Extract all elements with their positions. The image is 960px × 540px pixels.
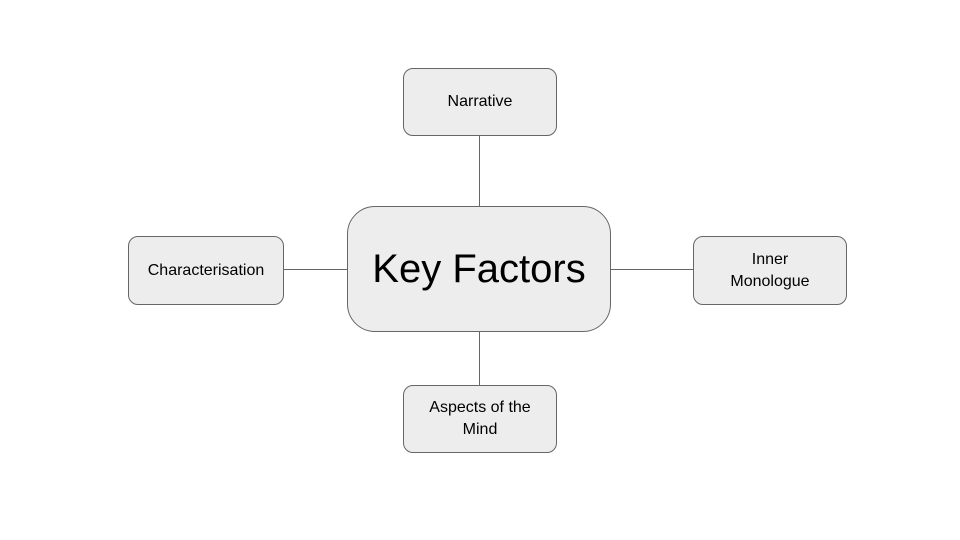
node-aspects-of-the-mind[interactable]: Aspects of the Mind <box>403 385 557 453</box>
node-narrative-label: Narrative <box>447 93 513 110</box>
connector-center-to-inner-monologue <box>611 269 693 270</box>
connector-center-to-narrative <box>479 136 480 206</box>
connector-center-to-characterisation <box>284 269 347 270</box>
node-key-factors[interactable]: Key Factors <box>347 206 611 332</box>
node-characterisation-label: Characterisation <box>147 261 265 279</box>
node-narrative[interactable]: Narrative <box>403 68 557 136</box>
node-key-factors-label: Key Factors <box>372 247 586 291</box>
node-inner-monologue-label: Inner Monologue <box>730 250 810 290</box>
node-characterisation[interactable]: Characterisation <box>128 236 284 305</box>
node-aspects-of-the-mind-label: Aspects of the Mind <box>429 399 531 438</box>
node-inner-monologue[interactable]: Inner Monologue <box>693 236 847 305</box>
connector-center-to-aspects-of-the-mind <box>479 332 480 385</box>
